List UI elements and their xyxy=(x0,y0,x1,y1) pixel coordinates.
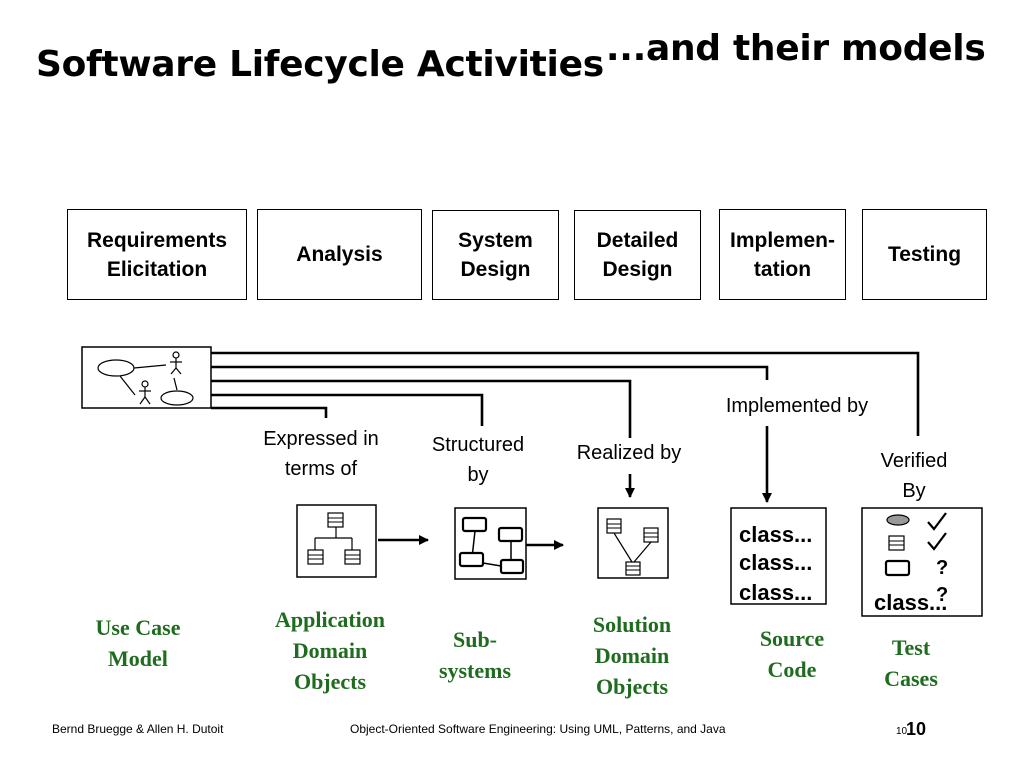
label-structured-by: Structured by xyxy=(431,434,525,486)
test-ellipse-icon xyxy=(886,514,910,526)
label-verified-by: Verified By xyxy=(880,450,948,502)
use-case-diagram-icon xyxy=(81,346,212,409)
solution-domain-objects-icon xyxy=(597,507,669,579)
test-class-text: class... xyxy=(874,590,948,615)
title-part-2: ...and their models xyxy=(605,28,986,69)
test-class-icon xyxy=(888,535,905,551)
connector-lines xyxy=(211,351,920,550)
phase-requirements-elicitation: Requirements Elicitation xyxy=(67,209,247,300)
model-use-case: Use Case Model xyxy=(95,615,181,671)
page-number-small: 10 xyxy=(896,726,908,737)
phase-detailed-design: Detailed Design xyxy=(574,210,701,300)
test-subsystem-icon xyxy=(884,559,911,577)
application-domain-objects-icon xyxy=(296,504,377,578)
phase-analysis: Analysis xyxy=(257,209,422,300)
check-icon xyxy=(927,512,947,531)
footer-book-title: Object-Oriented Software Engineering: Us… xyxy=(350,722,726,736)
actor-icon-1 xyxy=(170,351,182,375)
source-code-line: class... xyxy=(739,522,813,547)
subsystems-icon xyxy=(454,507,527,580)
source-code-line: class... xyxy=(739,580,813,605)
model-solution-domain-objects: Solution Domain Objects xyxy=(592,612,672,699)
slide-title: Software Lifecycle Activities...and thei… xyxy=(36,28,986,85)
model-application-domain-objects: Application Domain Objects xyxy=(274,607,386,694)
test-question-mark: ? xyxy=(936,584,949,606)
test-question-mark: ? xyxy=(936,557,949,579)
label-expressed-in-terms-of: Expressed in terms of xyxy=(263,428,379,480)
phase-system-design: System Design xyxy=(432,210,559,300)
model-subsystems: Sub- systems xyxy=(438,627,512,683)
phase-implementation: Implemen- tation xyxy=(719,209,846,300)
source-code-box xyxy=(730,507,827,605)
page-number: 10 xyxy=(906,719,927,739)
actor-icon-2 xyxy=(139,380,151,405)
source-code-line: class... xyxy=(739,550,813,575)
check-icon xyxy=(927,532,947,551)
label-implemented-by: Implemented by xyxy=(725,395,869,417)
model-source-code: Source Code xyxy=(759,626,825,682)
title-part-1: Software Lifecycle Activities xyxy=(36,44,604,85)
footer-authors: Bernd Bruegge & Allen H. Dutoit xyxy=(52,722,224,736)
label-realized-by: Realized by xyxy=(576,442,682,464)
model-test-cases: Test Cases xyxy=(884,635,938,691)
phase-testing: Testing xyxy=(862,209,987,300)
test-cases-box xyxy=(861,507,983,617)
